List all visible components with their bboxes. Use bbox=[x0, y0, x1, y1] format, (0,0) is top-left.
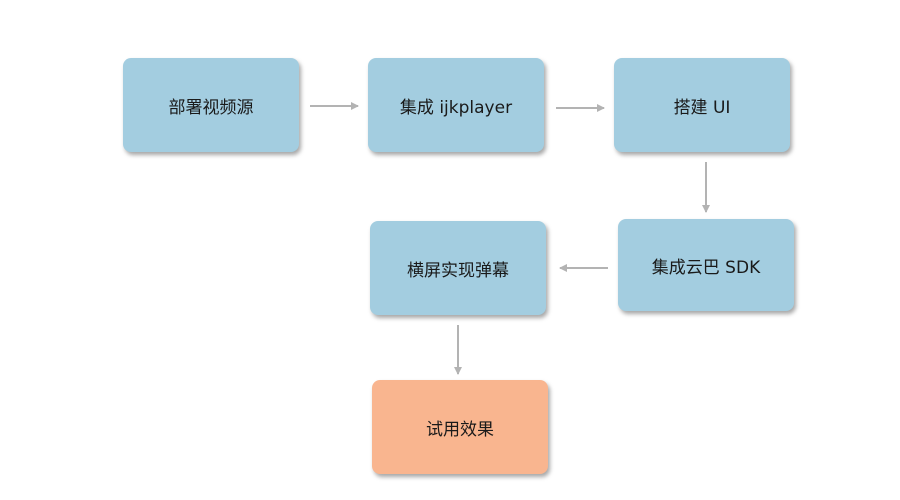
node-label: 搭建 UI bbox=[673, 97, 731, 118]
node-integrate-ijkplayer: 集成 ijkplayer bbox=[368, 58, 544, 152]
node-trial-effect: 试用效果 bbox=[372, 380, 548, 474]
node-landscape-danmaku: 横屏实现弹幕 bbox=[370, 221, 546, 315]
node-deploy-video-source: 部署视频源 bbox=[123, 58, 299, 152]
node-label: 试用效果 bbox=[426, 419, 494, 440]
node-label: 部署视频源 bbox=[168, 97, 254, 118]
node-build-ui: 搭建 UI bbox=[614, 58, 790, 152]
node-label: 集成云巴 SDK bbox=[651, 257, 761, 278]
node-label: 集成 ijkplayer bbox=[399, 97, 513, 118]
node-label: 横屏实现弹幕 bbox=[407, 260, 509, 281]
node-integrate-yunba-sdk: 集成云巴 SDK bbox=[618, 219, 794, 311]
